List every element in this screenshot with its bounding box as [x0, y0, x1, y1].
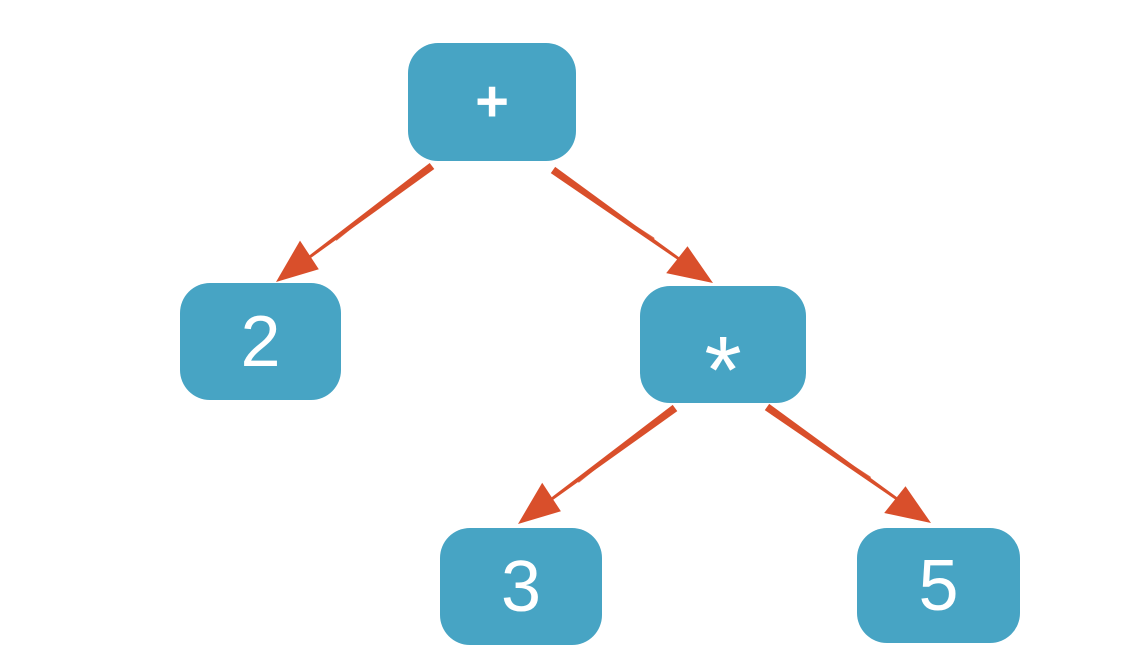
arrow-sketch-stroke [335, 167, 425, 241]
arrow-sketch-stroke [771, 412, 871, 479]
tree-node-times: * [640, 286, 806, 418]
edge-plus-two [276, 163, 435, 282]
arrow-sketch-stroke [577, 409, 668, 483]
tree-node-three: 3 [440, 528, 602, 645]
arrow-sketch-stroke [557, 175, 655, 240]
edge-times-three [518, 404, 678, 524]
arrow-head [666, 246, 713, 283]
edge-times-five [764, 403, 931, 523]
tree-node-plus: + [408, 43, 576, 161]
node-label: 5 [918, 545, 959, 626]
node-label: 2 [240, 301, 281, 382]
arrow-head [884, 486, 931, 523]
node-label: + [475, 69, 509, 134]
arrow-head [518, 482, 561, 524]
edge-plus-times [550, 166, 713, 283]
tree-node-two: 2 [180, 283, 341, 400]
arrow-head [276, 240, 319, 282]
node-label: 3 [500, 546, 542, 627]
tree-node-five: 5 [857, 528, 1020, 643]
node-label: * [704, 316, 742, 424]
